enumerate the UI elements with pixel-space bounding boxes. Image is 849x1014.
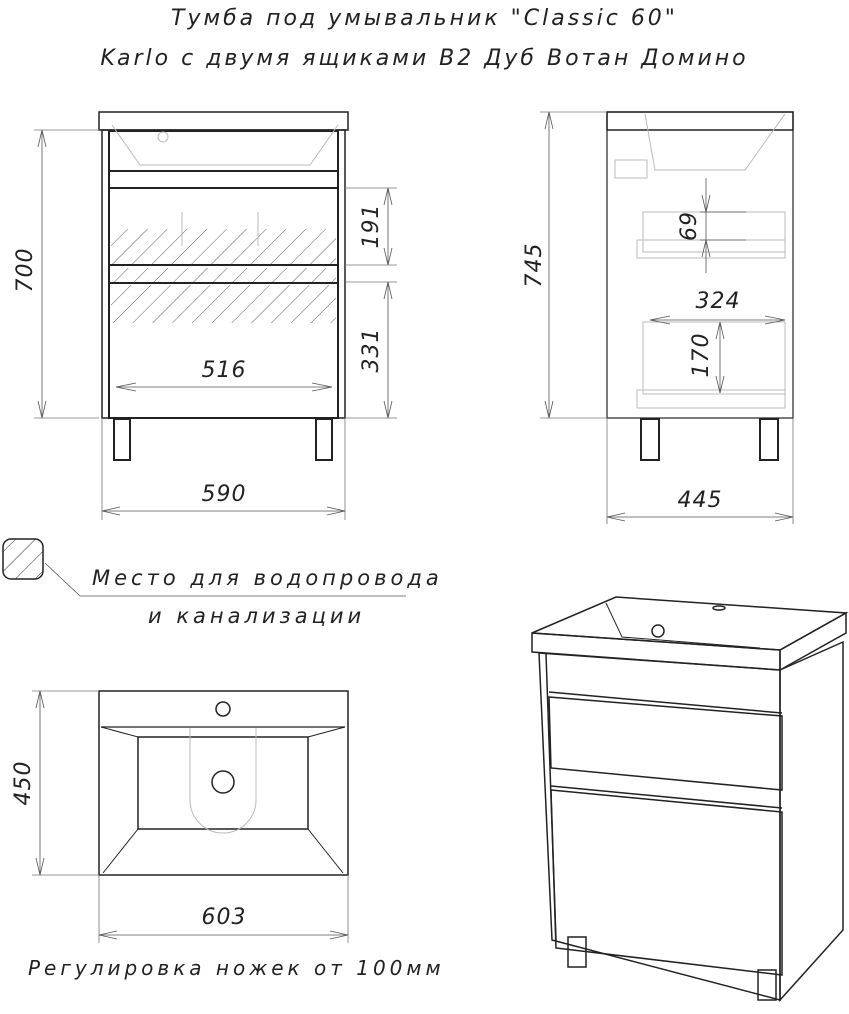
dimension-gap-170: 170 [689, 333, 714, 378]
legend-label-line1: Место для водопровода [92, 566, 443, 590]
front-view: 700 191 331 516 590 [13, 111, 397, 520]
footer-leg-adjustment-note: Регулировка ножек от 100мм [28, 956, 445, 980]
dimension-width-603: 603 [202, 905, 247, 930]
dimension-drawer-depth-324: 324 [696, 289, 741, 314]
dimension-width-590: 590 [202, 482, 247, 507]
side-view: 745 69 324 170 445 [522, 111, 794, 524]
dimension-depth-450: 450 [11, 761, 36, 806]
legend-label-line2: и канализации [148, 604, 366, 628]
isometric-view [531, 596, 849, 1002]
dimension-height-700: 700 [13, 248, 38, 293]
dimension-inner-width-516: 516 [202, 358, 247, 383]
drawing-title-line1: Тумба под умывальник "Classic 60" [171, 6, 678, 31]
top-view: 450 603 [11, 690, 349, 943]
dimension-depth-445: 445 [678, 488, 723, 513]
drawing-title-line2: Karlo с двумя ящиками В2 Дуб Вотан Домин… [100, 46, 749, 71]
legend-plumbing-zone [2, 538, 406, 597]
dimension-drawer-331: 331 [359, 328, 384, 373]
dimension-height-745: 745 [522, 243, 547, 288]
dimension-gap-69: 69 [677, 211, 702, 241]
dimension-drawer-191: 191 [359, 204, 384, 249]
